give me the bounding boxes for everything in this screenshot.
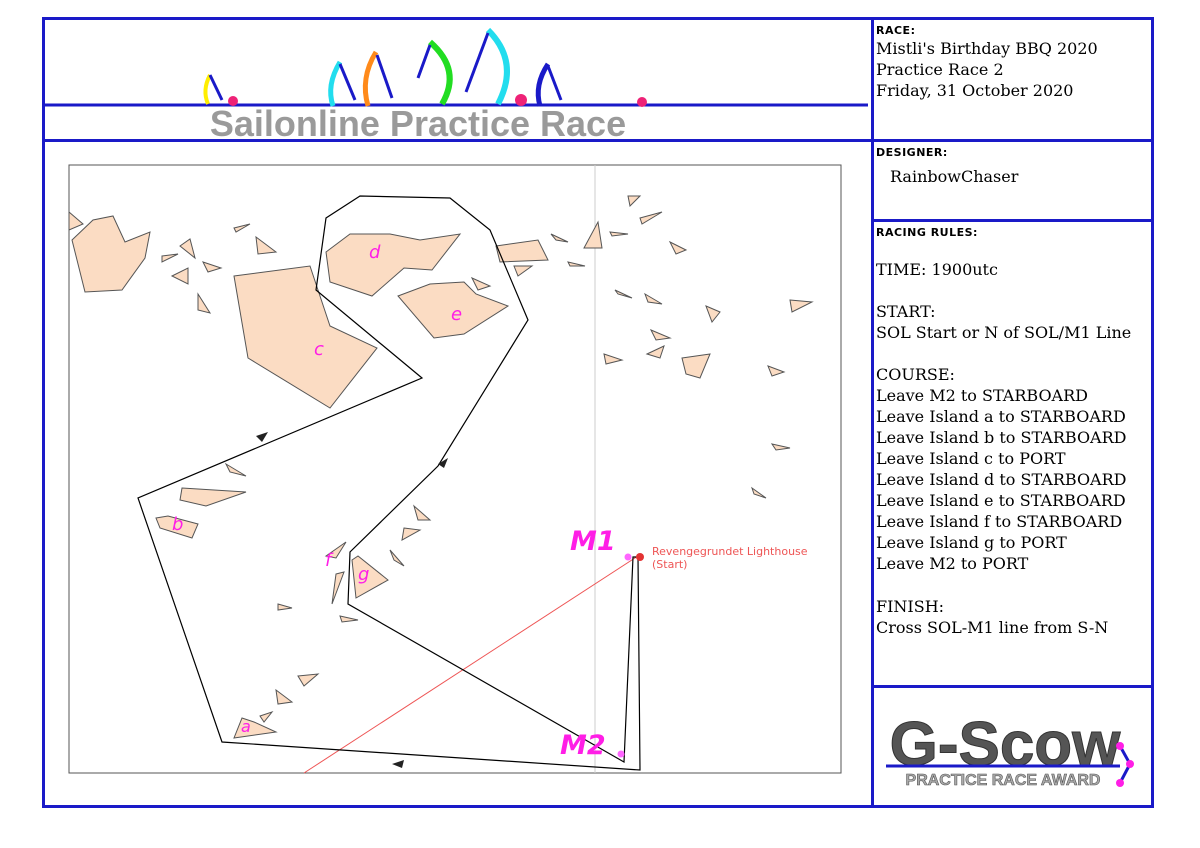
race-line-3: Friday, 31 October 2020	[876, 81, 1074, 100]
award-subtitle: PRACTICE RACE AWARD	[906, 772, 1101, 789]
buoy-dot-icon	[228, 96, 238, 106]
start-text: SOL Start or N of SOL/M1 Line	[876, 323, 1132, 342]
award-panel	[871, 685, 1154, 808]
g-scow-logo-text: G-Scow	[890, 710, 1122, 779]
sail-cyan-big-icon	[485, 27, 510, 106]
course-item: Leave M2 to STARBOARD	[876, 386, 1088, 405]
course-item: Leave M2 to PORT	[876, 554, 1029, 573]
sail-green-icon	[427, 39, 453, 106]
sail-yellow-icon	[203, 74, 212, 105]
race-line-2: Practice Race 2	[876, 60, 1004, 79]
g-scow-award-logo: G-Scow PRACTICE RACE AWARD	[886, 710, 1134, 789]
sailonline-logo: Sailonline Practice Race	[45, 27, 868, 139]
course-item: Leave Island c to PORT	[876, 449, 1066, 468]
race-heading: RACE:	[876, 24, 916, 37]
buoy-dot-icon	[637, 97, 647, 107]
course-item: Leave Island g to PORT	[876, 533, 1067, 552]
course-item: Leave Island d to STARBOARD	[876, 470, 1127, 489]
course-item: Leave Island e to STARBOARD	[876, 491, 1126, 510]
banner-text: Sailonline Practice Race	[210, 103, 626, 139]
sail-orange-icon	[362, 50, 379, 107]
rules-time: TIME: 1900utc	[876, 260, 998, 279]
designer-heading: DESIGNER:	[876, 146, 948, 159]
race-line-1: Mistli's Birthday BBQ 2020	[876, 39, 1098, 58]
finish-text: Cross SOL-M1 line from S-N	[876, 618, 1109, 637]
sail-cyan-icon	[328, 60, 343, 107]
course-heading: COURSE:	[876, 365, 955, 384]
rules-heading: RACING RULES:	[876, 226, 978, 239]
finish-heading: FINISH:	[876, 597, 945, 616]
course-item: Leave Island a to STARBOARD	[876, 407, 1126, 426]
start-heading: START:	[876, 302, 936, 321]
course-item: Leave Island f to STARBOARD	[876, 512, 1123, 531]
course-item: Leave Island b to STARBOARD	[876, 428, 1127, 447]
buoy-dot-icon	[515, 94, 527, 106]
sail-blue-icon	[535, 62, 551, 107]
designer-name: RainbowChaser	[890, 167, 1019, 186]
